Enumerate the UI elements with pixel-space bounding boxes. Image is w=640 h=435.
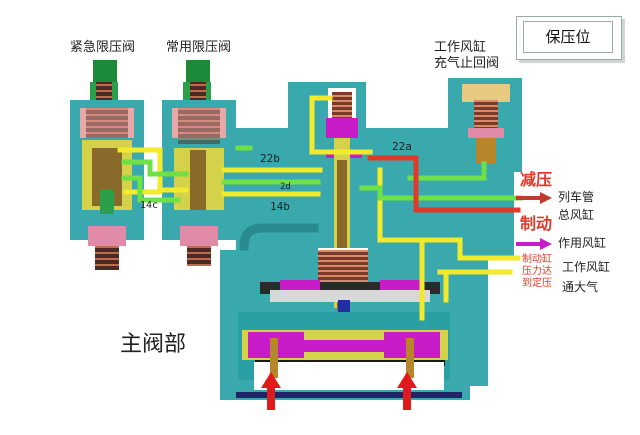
inlet-arrow-right	[403, 384, 411, 410]
flow-arrows	[261, 192, 552, 410]
brake-reservoir-arrow	[540, 238, 552, 250]
status-badge: 保压位	[516, 16, 622, 60]
train-pipe-label: 列车管	[558, 190, 595, 204]
check-valve-label-1: 工作风缸	[434, 40, 487, 55]
air-passages	[117, 95, 523, 321]
inlet-arrow-left	[267, 384, 275, 410]
train-pipe-arrow	[540, 192, 552, 204]
service-valve-label: 常用限压阀	[166, 40, 232, 55]
main-valve-label: 主阀部	[120, 332, 187, 357]
note-line-3: 到定压	[522, 278, 552, 289]
passage-22a: 22a	[392, 140, 412, 153]
passage-22b: 22b	[260, 152, 280, 165]
brake-reservoir-label: 作用风缸	[558, 236, 607, 250]
status-badge-label: 保压位	[523, 21, 613, 53]
braking-label: 制动	[520, 214, 553, 233]
check-valve	[448, 78, 522, 172]
emergency-valve-label: 紧急限压阀	[70, 40, 136, 55]
passage-2d: 2d	[280, 182, 291, 192]
passage-14c: 14c	[140, 200, 159, 211]
working-reservoir-label: 工作风缸	[562, 260, 611, 274]
service-limit-valve	[162, 60, 236, 266]
decompression-label: 减压	[520, 170, 553, 189]
atmosphere-label: 通大气	[562, 280, 599, 294]
main-reservoir-label: 总风缸	[558, 208, 595, 222]
note-line-2: 压力达	[522, 266, 552, 277]
note-line-1: 制动缸	[522, 254, 552, 265]
passage-14b: 14b	[270, 200, 290, 213]
emergency-limit-valve	[70, 60, 144, 270]
check-valve-label-2: 充气止回阀	[434, 56, 500, 71]
main-valve-body	[220, 82, 514, 400]
